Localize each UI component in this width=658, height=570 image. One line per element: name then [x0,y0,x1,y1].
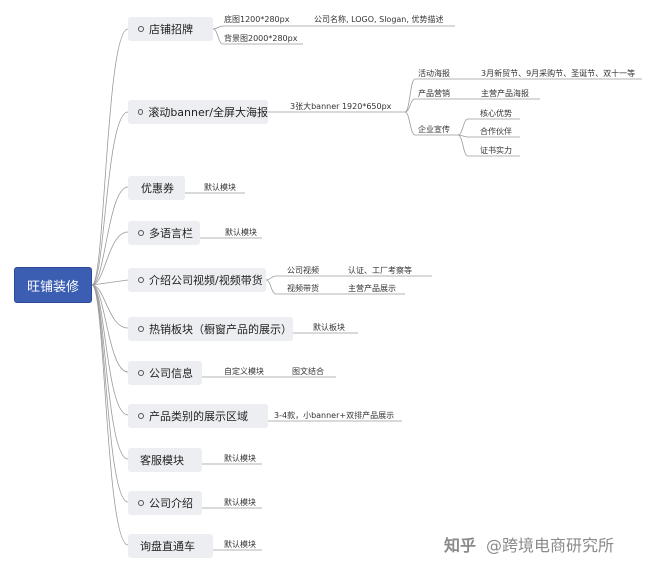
branch-label: 询盘直通车 [140,540,195,553]
zhihu-logo: 知乎 [444,536,477,555]
branch-node-language-bar[interactable]: 多语言栏 [128,221,200,245]
branch-label: 多语言栏 [149,227,193,240]
branch-node-company-info[interactable]: 公司信息 [128,361,202,385]
leaf-banner-count[interactable]: 3张大banner 1920*650px [290,102,392,111]
branch-label: 介绍公司视频/视频带货 [149,274,263,287]
leaf-banner-desc[interactable]: 公司名称, LOGO, Slogan, 优势描述 [314,15,444,24]
leaf-default-module[interactable]: 默认模块 [224,498,256,507]
leaf-video-sale-desc[interactable]: 主营产品展示 [348,284,396,293]
bullet-icon [138,370,144,376]
leaf-activity-desc[interactable]: 3月新贸节、9月采购节、圣诞节、双十一等 [481,69,636,78]
branch-label: 优惠券 [141,182,174,195]
watermark-text: @跨境电商研究所 [486,536,615,555]
branch-node-coupon[interactable]: 优惠券 [128,176,185,200]
branch-node-customer-service[interactable]: 客服模块 [128,448,202,472]
branch-node-banner[interactable]: 滚动banner/全屏大海报 [128,100,268,124]
leaf-product-marketing[interactable]: 产品营销 [418,89,450,98]
leaf-video-sale[interactable]: 视频带货 [287,284,319,293]
leaf-banner-size[interactable]: 底图1200*280px [224,15,290,24]
leaf-video-desc[interactable]: 认证、工厂考察等 [348,266,412,275]
branch-node-shop-sign[interactable]: 店铺招牌 [128,17,213,41]
leaf-partners[interactable]: 合作伙伴 [480,127,512,136]
branch-label: 滚动banner/全屏大海报 [148,106,268,119]
branch-node-hot-sale[interactable]: 热销板块（橱窗产品的展示） [128,317,293,341]
branch-label: 公司信息 [149,367,193,380]
leaf-category-desc[interactable]: 3-4款，小banner+双排产品展示 [274,411,395,420]
bullet-icon [138,109,144,115]
branch-label: 公司介绍 [149,497,193,510]
branch-label: 店铺招牌 [149,23,193,36]
bullet-icon [138,26,144,32]
leaf-default-module[interactable]: 默认模块 [225,228,257,237]
bullet-icon [138,413,144,419]
root-label: 旺铺装修 [26,279,79,295]
leaf-default-module[interactable]: 默认模块 [224,454,256,463]
branch-label: 热销板块（橱窗产品的展示） [149,323,292,336]
leaf-custom-module[interactable]: 自定义模块 [224,367,264,376]
watermark: 知乎 @跨境电商研究所 [444,532,614,556]
leaf-product-desc[interactable]: 主营产品海报 [481,89,529,98]
leaf-corp-promo[interactable]: 企业宣传 [418,125,450,134]
branch-label: 产品类别的展示区域 [149,410,248,423]
branch-node-company-video[interactable]: 介绍公司视频/视频带货 [128,268,266,292]
leaf-background-size[interactable]: 背景图2000*280px [224,34,298,43]
leaf-company-video[interactable]: 公司视频 [287,266,319,275]
leaf-default-module[interactable]: 默认模块 [224,540,256,549]
leaf-certificates[interactable]: 证书实力 [480,146,512,155]
root-node[interactable]: 旺铺装修 [14,267,92,303]
bullet-icon [138,277,144,283]
bullet-icon [138,500,144,506]
leaf-custom-desc[interactable]: 图文结合 [292,367,324,376]
leaf-default-board[interactable]: 默认板块 [313,323,345,332]
branch-node-inquiry[interactable]: 询盘直通车 [128,534,213,558]
bullet-icon [138,230,144,236]
bullet-icon [138,326,144,332]
branch-label: 客服模块 [140,454,184,467]
branch-node-company-intro[interactable]: 公司介绍 [128,491,202,515]
branch-node-product-category[interactable]: 产品类别的展示区域 [128,404,268,428]
leaf-core-advantage[interactable]: 核心优势 [480,109,512,118]
leaf-default-module[interactable]: 默认模块 [204,183,236,192]
leaf-activity-poster[interactable]: 活动海报 [418,69,450,78]
